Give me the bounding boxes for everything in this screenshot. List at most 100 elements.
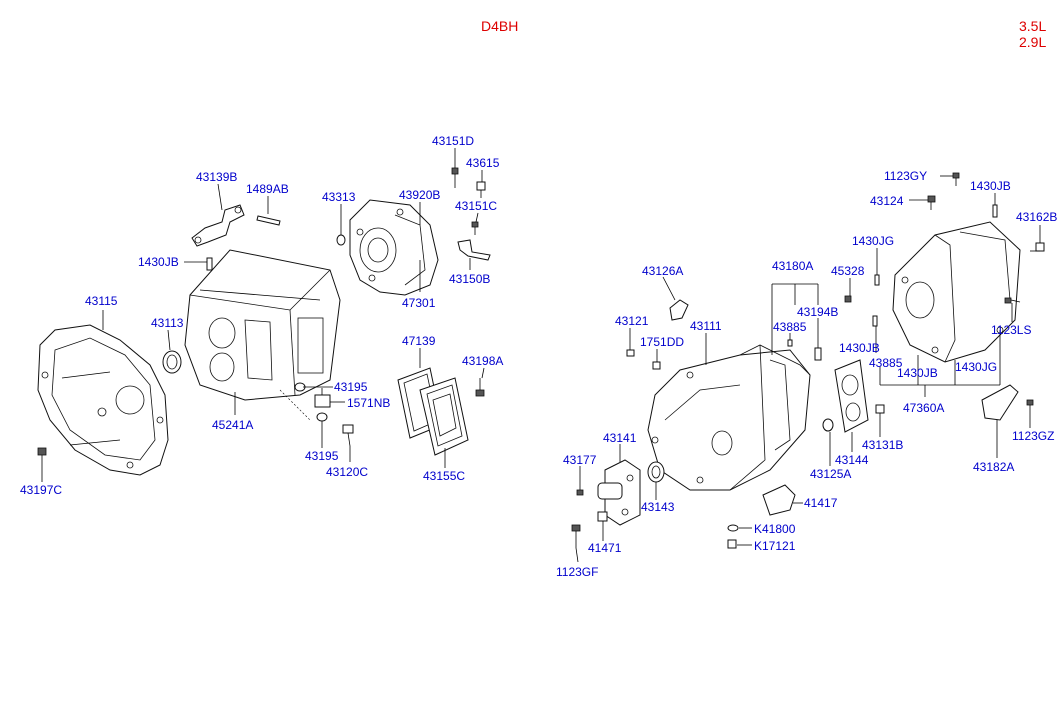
part-label-43150B[interactable]: 43150B: [449, 272, 491, 286]
part-label-43126A[interactable]: 43126A: [642, 264, 684, 278]
part-label-47139[interactable]: 47139: [402, 334, 436, 348]
part-label-43182A[interactable]: 43182A: [973, 460, 1015, 474]
part-K17121-drawing: [727, 539, 737, 549]
part-label-43120C[interactable]: 43120C: [326, 465, 369, 479]
part-label-43177[interactable]: 43177: [563, 453, 597, 467]
part-label-1123LS[interactable]: 1123LS: [991, 323, 1032, 337]
pin-1430JG-top-drawing: [874, 274, 880, 286]
transmission-case-drawing: [184, 249, 341, 401]
part-label-43139B[interactable]: 43139B: [196, 170, 238, 184]
cover-43155C-drawing: [419, 377, 469, 456]
part-label-43115[interactable]: 43115: [85, 294, 118, 308]
displacement-label-1: 3.5L: [1019, 18, 1047, 34]
bracket-43182A-drawing: [981, 384, 1019, 421]
main-housing-43111-drawing: [647, 344, 811, 491]
bolt-43177-drawing: [576, 480, 584, 496]
part-label-1430JB-mid[interactable]: 1430JB: [839, 341, 880, 355]
part-1751DD-drawing: [652, 361, 661, 370]
ring-43313-drawing: [336, 234, 346, 246]
part-label-43125A[interactable]: 43125A: [810, 467, 852, 481]
part-label-47301[interactable]: 47301: [402, 296, 436, 310]
pin-43885-drawing: [787, 339, 793, 347]
part-label-43197C[interactable]: 43197C: [20, 483, 63, 497]
bolt-43151C-drawing: [471, 221, 479, 235]
bracket-43139B-drawing: [191, 204, 245, 247]
part-label-43124[interactable]: 43124: [870, 194, 904, 208]
part-label-41471[interactable]: 41471: [588, 541, 622, 555]
seal-43113-drawing: [162, 350, 182, 374]
part-label-43155C[interactable]: 43155C: [423, 469, 466, 483]
part-label-43144[interactable]: 43144: [835, 453, 869, 467]
pin-1430JB-mid-drawing: [872, 315, 878, 327]
part-label-43180A[interactable]: 43180A: [772, 259, 814, 273]
plug-43125A-drawing: [822, 418, 834, 432]
part-label-43920B[interactable]: 43920B: [399, 188, 441, 202]
part-label-1123GY[interactable]: 1123GY: [884, 169, 928, 183]
part-label-47360A[interactable]: 47360A: [903, 401, 945, 415]
part-label-43194B[interactable]: 43194B: [797, 305, 839, 319]
bolt-1123GY-drawing: [952, 172, 960, 186]
part-label-1430JG-top[interactable]: 1430JG: [852, 234, 895, 248]
gasket-43144-drawing: [834, 359, 869, 433]
bolt-43197C-drawing: [37, 447, 47, 470]
part-label-1430JG-low[interactable]: 1430JG: [955, 360, 998, 374]
part-label-43131B[interactable]: 43131B: [862, 438, 904, 452]
part-label-K17121[interactable]: K17121: [754, 539, 796, 553]
part-label-1123GF[interactable]: 1123GF: [556, 565, 599, 579]
engine-code-label: D4BH: [481, 18, 519, 34]
transfer-case-47360A-drawing: [892, 221, 1021, 363]
part-label-43885-a[interactable]: 43885: [773, 320, 807, 334]
part-label-43141[interactable]: 43141: [603, 431, 637, 445]
part-label-43885-b[interactable]: 43885: [869, 356, 903, 370]
part-label-43162B[interactable]: 43162B: [1016, 210, 1058, 224]
part-label-43143[interactable]: 43143: [641, 500, 675, 514]
pin-1430JB-top-drawing: [992, 204, 998, 218]
part-label-43151C[interactable]: 43151C: [455, 199, 498, 213]
washer-K41800-drawing: [727, 524, 739, 532]
bolt-1123GZ-drawing: [1026, 399, 1034, 420]
part-label-43195-b[interactable]: 43195: [305, 449, 339, 463]
leader-lines: [41, 148, 1041, 563]
part-label-41417[interactable]: 41417: [804, 496, 838, 510]
bolt-45328-drawing: [844, 295, 852, 303]
bolt-1123LS-drawing: [1004, 297, 1021, 304]
part-label-1430JB-left[interactable]: 1430JB: [138, 255, 179, 269]
part-label-43198A[interactable]: 43198A: [462, 354, 504, 368]
part-label-1571NB[interactable]: 1571NB: [347, 396, 391, 410]
part-43124-drawing: [927, 195, 936, 210]
part-label-45328[interactable]: 45328: [831, 264, 865, 278]
part-label-1123GZ[interactable]: 1123GZ: [1012, 429, 1055, 443]
part-label-43313[interactable]: 43313: [322, 190, 356, 204]
plug-1571NB-drawing: [294, 382, 354, 447]
fitting-43615-drawing: [476, 181, 486, 198]
extension-housing-47301-drawing: [349, 199, 439, 296]
bolt-1123GF-drawing: [571, 524, 581, 548]
pin-43194B-drawing: [814, 347, 822, 361]
part-label-43195-a[interactable]: 43195: [334, 380, 368, 394]
part-label-43113[interactable]: 43113: [151, 316, 184, 330]
part-label-1430JB-top[interactable]: 1430JB: [970, 179, 1011, 193]
part-label-43121[interactable]: 43121: [615, 314, 649, 328]
bolt-43162B-drawing: [1030, 242, 1045, 252]
bracket-43150B-drawing: [457, 239, 491, 261]
part-41471-drawing: [597, 511, 608, 530]
part-label-1489AB[interactable]: 1489AB: [246, 182, 289, 196]
bolt-43151D-drawing: [451, 167, 459, 188]
part-43131B-drawing: [875, 404, 885, 414]
clutch-housing-left-drawing: [37, 324, 169, 476]
pin-1430JB-drawing: [206, 257, 213, 271]
part-label-45241A[interactable]: 45241A: [212, 418, 254, 432]
displacement-label-2: 2.9L: [1019, 34, 1047, 50]
part-label-1751DD[interactable]: 1751DD: [640, 335, 685, 349]
part-label-43615[interactable]: 43615: [466, 156, 500, 170]
part-label-43111[interactable]: 43111: [690, 319, 722, 333]
part-43126A-drawing: [669, 299, 689, 321]
seal-43143-drawing: [647, 461, 665, 483]
part-label-1430JB-low[interactable]: 1430JB: [897, 366, 938, 380]
part-label-K41800[interactable]: K41800: [754, 522, 796, 536]
boot-41417-drawing: [762, 484, 796, 516]
part-label-43151D[interactable]: 43151D: [432, 134, 475, 148]
cover-43141-drawing: [597, 459, 641, 526]
